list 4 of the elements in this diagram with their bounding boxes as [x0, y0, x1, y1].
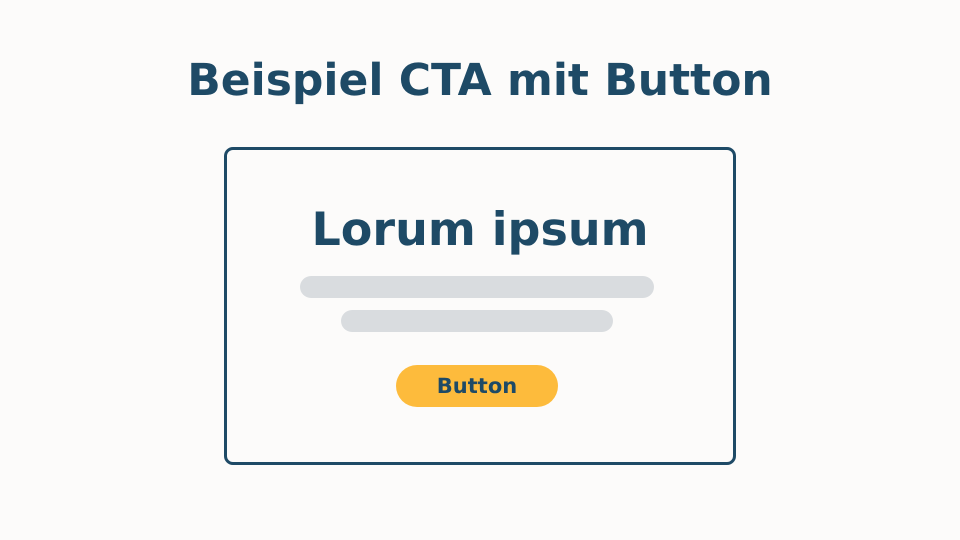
diagram-title: Beispiel CTA mit Button [187, 54, 773, 108]
content-card [224, 147, 736, 465]
card-heading: Lorum ipsum [311, 201, 649, 257]
cta-button: Button [396, 365, 558, 407]
